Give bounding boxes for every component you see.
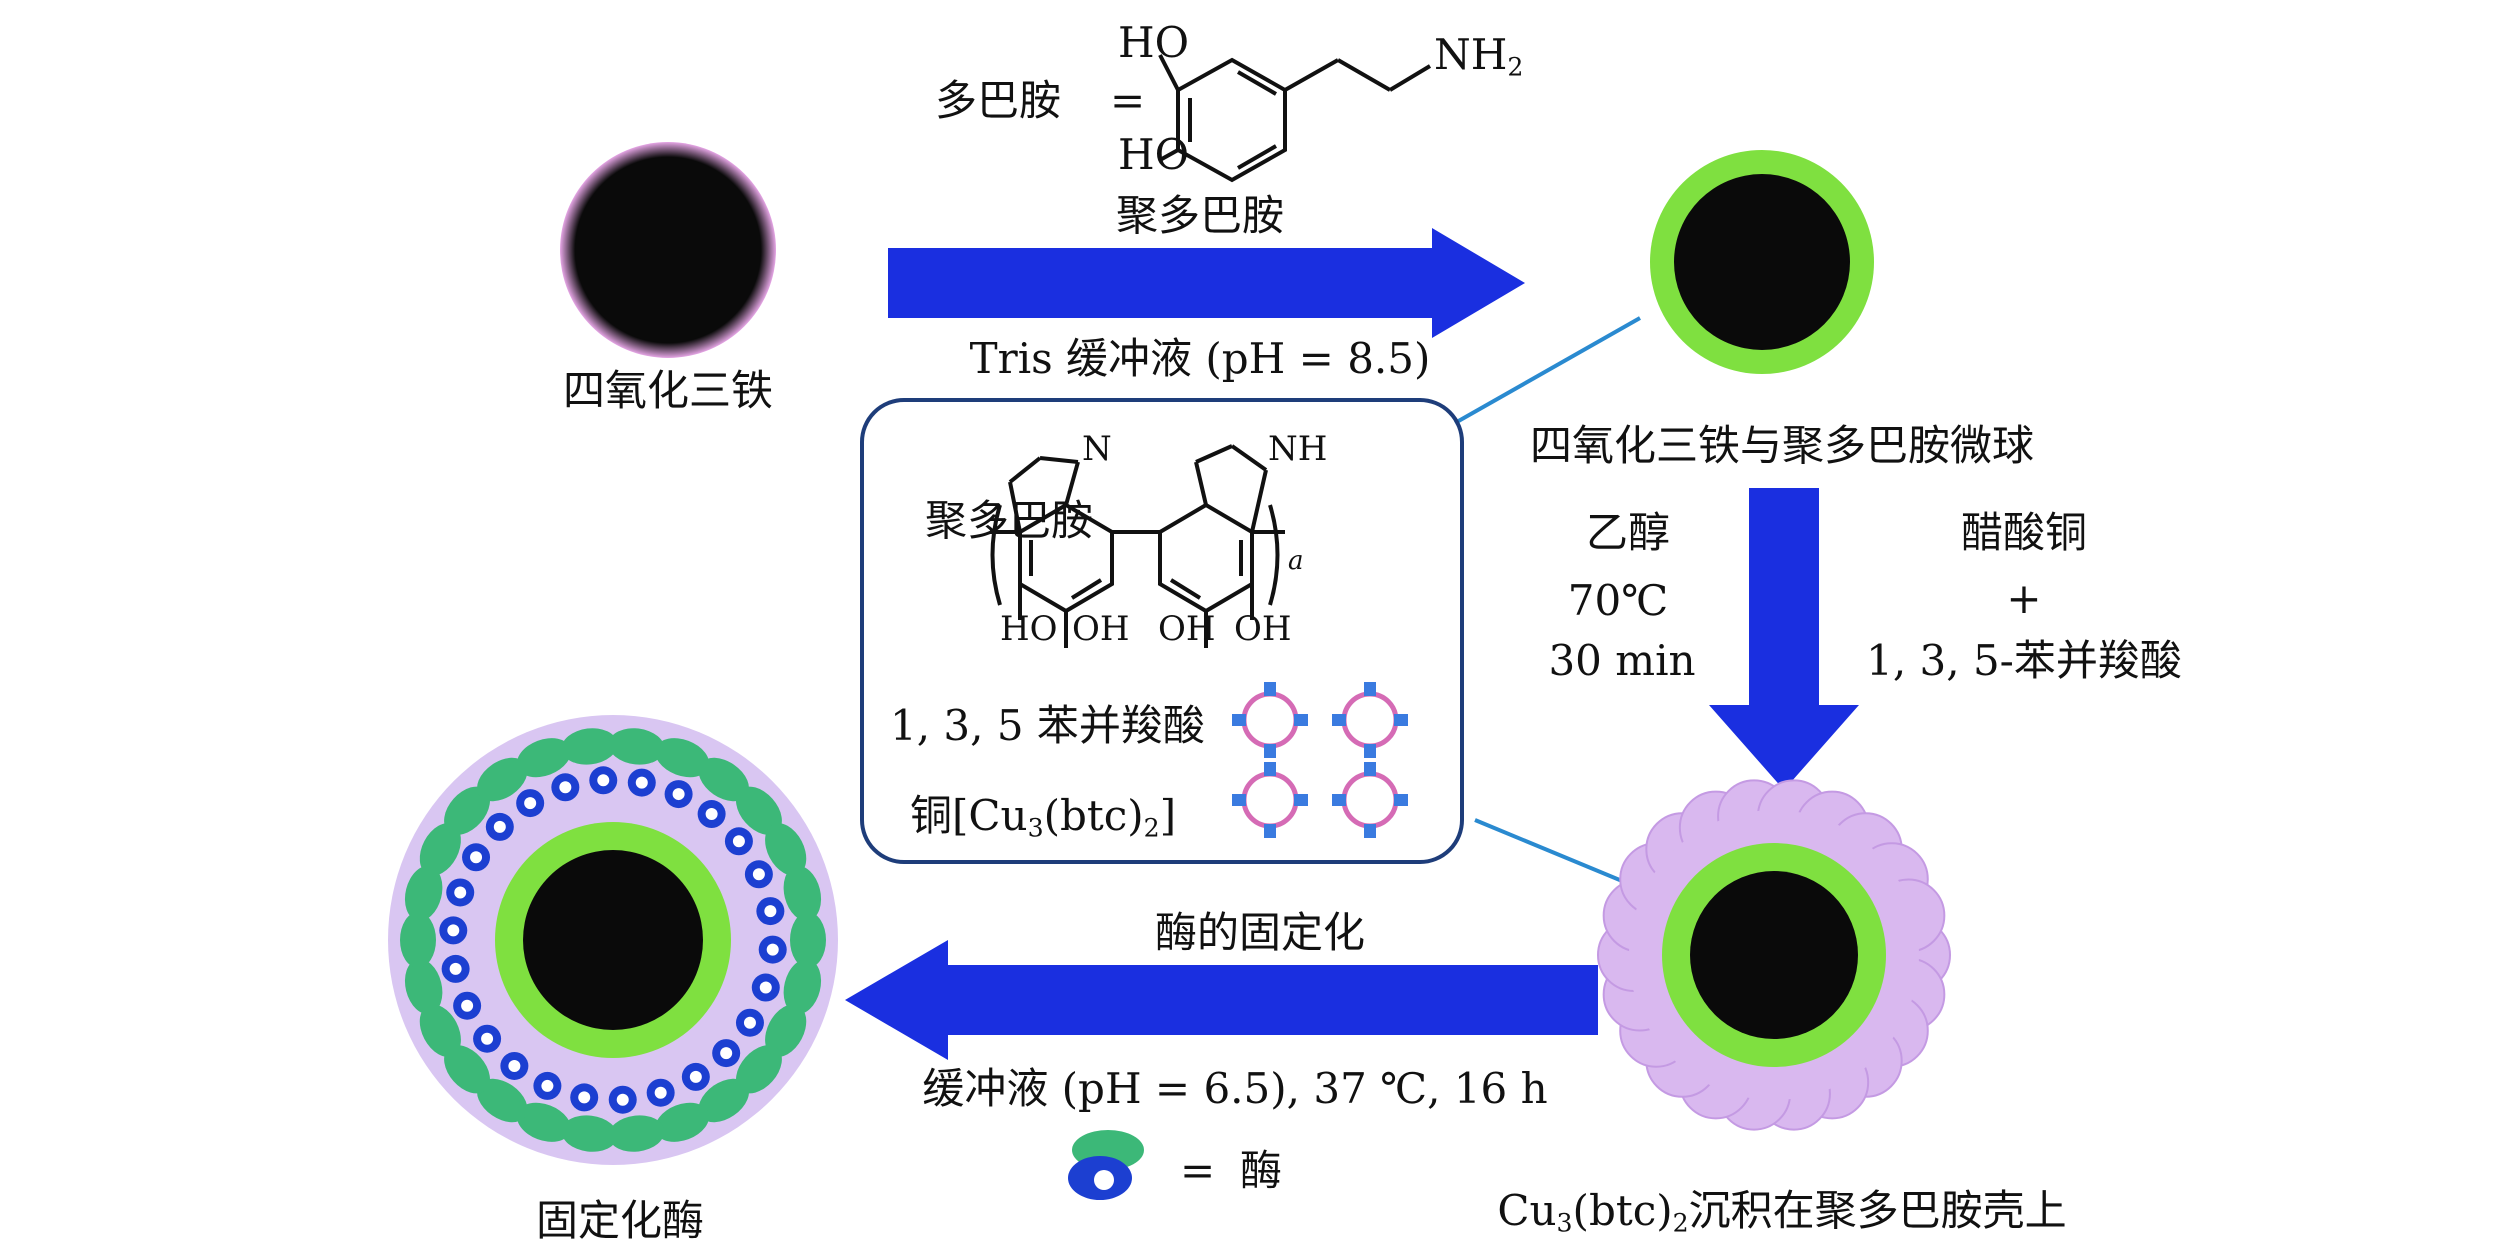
cu-btc-lattice [1232,682,1408,838]
enzyme-legend-equals: = [1180,1146,1216,1195]
pda-oh-3: OH [1158,609,1216,649]
cu-btc-on-pda-label: Cu3(btc)2沉积在聚多巴胺壳上 [1497,1186,2067,1238]
legend-mof-label-2: 铜[Cu3(btc)2] [910,791,1177,843]
dopamine-label: 多巴胺 [935,76,1062,125]
polydopamine-structure [990,444,1285,648]
step3-condition: 缓冲液 (pH = 6.5), 37 ℃, 16 h [922,1064,1548,1113]
arrow-step3 [845,940,1598,1060]
connector-line-top [1454,316,1641,425]
step2-reagent-2: 1, 3, 5-苯并羧酸 [1866,636,2182,685]
mof-pda-particle [1597,779,1951,1131]
step2-reagent-1: 醋酸铜 [1960,508,2088,557]
step3-process: 酶的固定化 [1154,908,1366,957]
pda-oh-4: OH [1234,609,1292,649]
pda-repeat-label: a [1288,546,1304,576]
enzyme-icon [1068,1130,1144,1200]
dopamine-structure [1158,54,1432,183]
dopamine-ho-bottom: HO [1118,130,1190,179]
step1-condition: Tris 缓冲液 (pH = 8.5) [969,334,1431,383]
step2-solvent: 乙醇 [1585,508,1671,557]
step2-temperature: 70℃ [1567,576,1669,625]
step2-time: 30 min [1548,636,1696,685]
fe3o4-pda-particle [1650,150,1874,374]
pda-n-label: N [1082,429,1112,469]
pda-oh-2: OH [1072,609,1130,649]
legend-mof-label-1: 1, 3, 5 苯并羧酸 [890,701,1205,750]
step2-plus: + [2006,574,2042,623]
fe3o4-particle [560,142,776,358]
immobilized-enzyme-label: 固定化酶 [535,1196,705,1245]
fe3o4-label: 四氧化三铁 [562,366,774,415]
dopamine-equals: = [1110,76,1146,125]
legend-box [860,398,1464,864]
enzyme-legend-label: 酶 [1240,1146,1283,1195]
step1-reagent: 聚多巴胺 [1115,191,1285,240]
legend-pda-label: 聚多巴胺 [925,496,1094,545]
immobilized-enzyme-particle [388,715,838,1165]
dopamine-nh2: NH2 [1434,30,1524,82]
dopamine-ho-top: HO [1118,18,1190,67]
arrow-step2 [1709,488,1859,790]
arrow-step1 [888,228,1525,338]
pda-oh-1: HO [1000,609,1058,649]
pda-nh-label: NH [1268,429,1328,469]
fe3o4-pda-label: 四氧化三铁与聚多巴胺微球 [1529,421,2035,470]
